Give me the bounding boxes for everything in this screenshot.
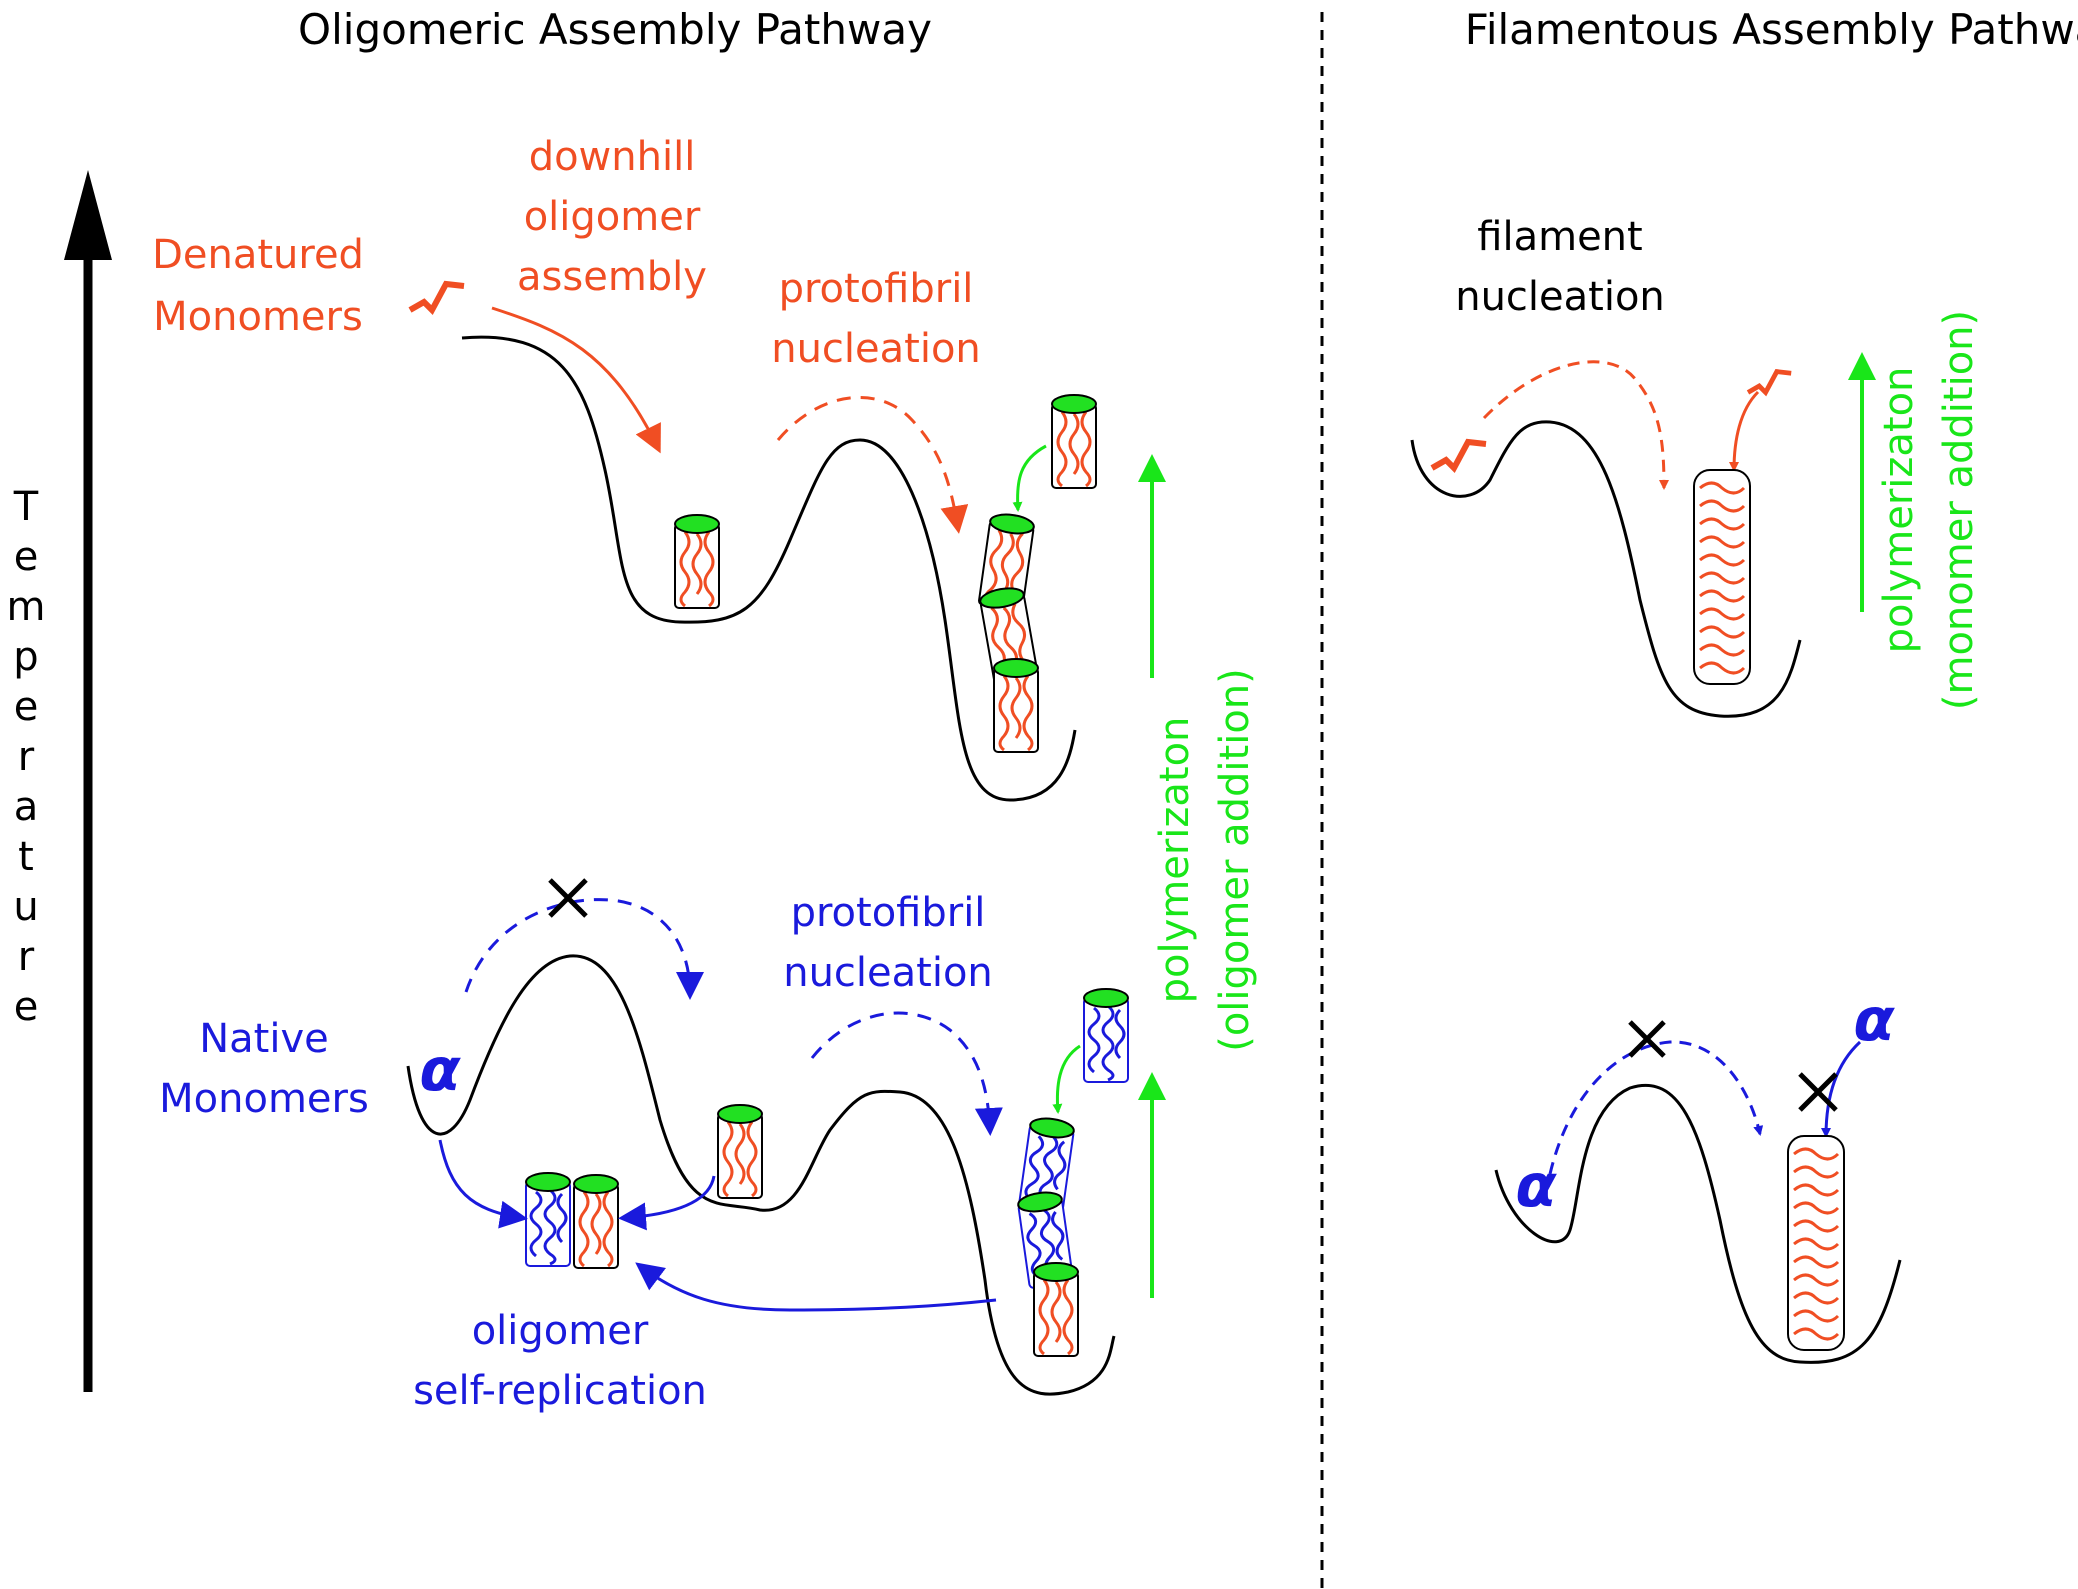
incoming-oligomer-blue [1082, 987, 1130, 1084]
filament-monomer-zigzag-right [1748, 372, 1791, 393]
blocked-barrier-arrow-filament [1548, 1040, 1764, 1175]
axis-letter: e [14, 534, 39, 580]
blocked-cross-icon-filament-addition [1798, 1072, 1838, 1112]
filament-bottom [1786, 1134, 1846, 1352]
protofibril-segment-red [1032, 1261, 1080, 1358]
incoming-oligomer-red [1050, 393, 1098, 490]
native-to-oligomer-arrow [438, 1139, 528, 1229]
energy-landscape-native [406, 954, 1116, 1396]
energy-landscape-denatured [461, 335, 1077, 802]
native-label-line2: Monomers [159, 1076, 369, 1122]
axis-letter: u [13, 884, 38, 930]
filament-monomer-zigzag-left [1432, 442, 1486, 468]
downhill-assembly-label: downhill oligomer assembly [517, 134, 707, 300]
axis-letter: t [18, 834, 34, 880]
alpha-helix-native: α [419, 1035, 461, 1105]
axis-letter: r [18, 934, 35, 980]
downhill-line1: downhill [529, 134, 696, 180]
polymerization-oligomer-label: polymerizaton (oligomer addition) [1152, 668, 1258, 1052]
oligomer-cylinder-blue [524, 1171, 572, 1268]
axis-letter: e [14, 684, 39, 730]
energy-landscape-filament-native [1494, 1083, 1902, 1364]
protofibril-stack-red [977, 510, 1040, 754]
downhill-line3: assembly [517, 254, 707, 300]
protofibril-stack-blue [1015, 1114, 1080, 1358]
downhill-arrow [491, 306, 661, 454]
filament-line2: nucleation [1455, 274, 1665, 320]
axis-letter: r [18, 734, 35, 780]
temperature-axis-label: T e m p e r a t u r e [7, 484, 46, 1030]
monomer-addition-arrow [1729, 390, 1760, 472]
oligomer-line2: self-replication [413, 1368, 707, 1414]
protofibril-top-line2: nucleation [771, 326, 981, 372]
temperature-axis-arrowhead [64, 170, 112, 260]
downhill-line2: oligomer [524, 194, 701, 240]
oligomer-cylinder-red [673, 513, 721, 610]
blocked-addition-arrow [1821, 1040, 1862, 1138]
blocked-cross-icon-filament-barrier [1628, 1020, 1666, 1058]
oligomer-line1: oligomer [472, 1308, 649, 1354]
slope-oligomer-to-pair-arrow [618, 1175, 716, 1231]
oligomer-pair [524, 1171, 620, 1270]
protofibril-segment [992, 657, 1040, 754]
protofibril-top-line1: protofibril [779, 266, 974, 312]
oligomer-addition-arrow-bottom [1052, 1044, 1081, 1114]
axis-letter: p [13, 634, 38, 680]
poly-olig-line2: (oligomer addition) [1212, 668, 1258, 1052]
protofibril-bot-line2: nucleation [783, 950, 993, 996]
blocked-cross-icon [548, 878, 588, 918]
title-oligomeric: Oligomeric Assembly Pathway [298, 5, 932, 54]
axis-letter: a [14, 784, 39, 830]
oligomer-cylinder-red-native-slope [716, 1103, 764, 1200]
protofibril-nucleation-bottom-label: protofibril nucleation [783, 890, 993, 996]
protofibril-nucleation-top-arrow [776, 395, 969, 534]
alpha-helix-filament-right: α [1853, 985, 1895, 1055]
title-filamentous: Filamentous Assembly Pathway [1465, 5, 2078, 54]
denatured-label-line1: Denatured [152, 232, 364, 278]
protofibril-nucleation-top-label: protofibril nucleation [771, 266, 981, 372]
axis-letter: e [14, 984, 39, 1030]
self-replication-arrow [635, 1262, 997, 1312]
native-label-line1: Native [199, 1016, 329, 1062]
energy-landscape-filament [1410, 420, 1802, 718]
oligomer-self-replication-label: oligomer self-replication [413, 1308, 707, 1414]
oligomer-cylinder-red-pair [572, 1173, 620, 1270]
oligomer-addition-arrow-top [1012, 444, 1047, 512]
protofibril-bot-line1: protofibril [791, 890, 986, 936]
filament-nucleation-label: filament nucleation [1455, 214, 1665, 320]
denatured-monomers-label: Denatured Monomers [152, 232, 364, 340]
poly-mono-line2: (monomer addition) [1936, 310, 1982, 710]
polymerization-monomer-label: polymerizaton (monomer addition) [1876, 310, 1982, 710]
denatured-label-line2: Monomers [153, 294, 363, 340]
blocked-barrier-arrow-native [464, 898, 704, 1000]
protofibril-nucleation-bottom-arrow [810, 1011, 1003, 1136]
denatured-monomer-zigzag [410, 284, 464, 310]
filament-top [1692, 468, 1752, 686]
axis-letter: T [13, 484, 39, 530]
axis-letter: m [7, 584, 46, 630]
alpha-helix-filament-left: α [1515, 1151, 1557, 1221]
filament-nucleation-arrow [1482, 360, 1669, 490]
poly-mono-line1: polymerizaton [1876, 367, 1922, 654]
native-monomers-label: Native Monomers [159, 1016, 369, 1122]
filament-line1: filament [1477, 214, 1642, 260]
poly-olig-line1: polymerizaton [1152, 717, 1198, 1004]
